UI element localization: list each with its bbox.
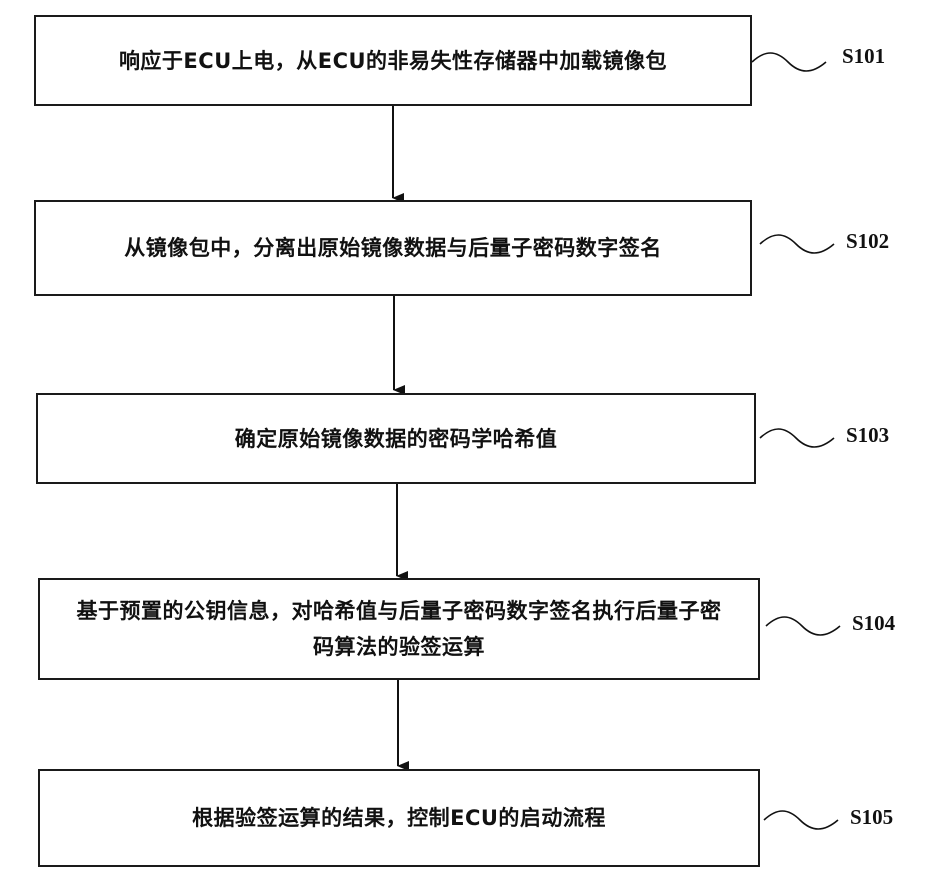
step-id-s103: S103 [846,423,889,448]
step-id-s102: S102 [846,229,889,254]
leader-s102 [760,235,834,253]
step-box-s104: 基于预置的公钥信息，对哈希值与后量子密码数字签名执行后量子密码算法的验签运算 [38,578,760,680]
step-box-s103: 确定原始镜像数据的密码学哈希值 [36,393,756,484]
step-box-s102: 从镜像包中，分离出原始镜像数据与后量子密码数字签名 [34,200,752,296]
step-id-s101: S101 [842,44,885,69]
step-id-s105: S105 [850,805,893,830]
leader-s105 [764,811,838,829]
step-box-s105: 根据验签运算的结果，控制ECU的启动流程 [38,769,760,867]
step-id-s104: S104 [852,611,895,636]
step-text-s101: 响应于ECU上电，从ECU的非易失性存储器中加载镜像包 [119,43,667,79]
leader-s104 [766,617,840,635]
step-text-s102: 从镜像包中，分离出原始镜像数据与后量子密码数字签名 [124,230,662,266]
step-box-s101: 响应于ECU上电，从ECU的非易失性存储器中加载镜像包 [34,15,752,106]
leader-s101 [752,53,826,71]
step-text-s104: 基于预置的公钥信息，对哈希值与后量子密码数字签名执行后量子密码算法的验签运算 [68,593,730,665]
leader-s103 [760,429,834,447]
step-text-s105: 根据验签运算的结果，控制ECU的启动流程 [192,800,606,836]
step-text-s103: 确定原始镜像数据的密码学哈希值 [235,421,558,457]
